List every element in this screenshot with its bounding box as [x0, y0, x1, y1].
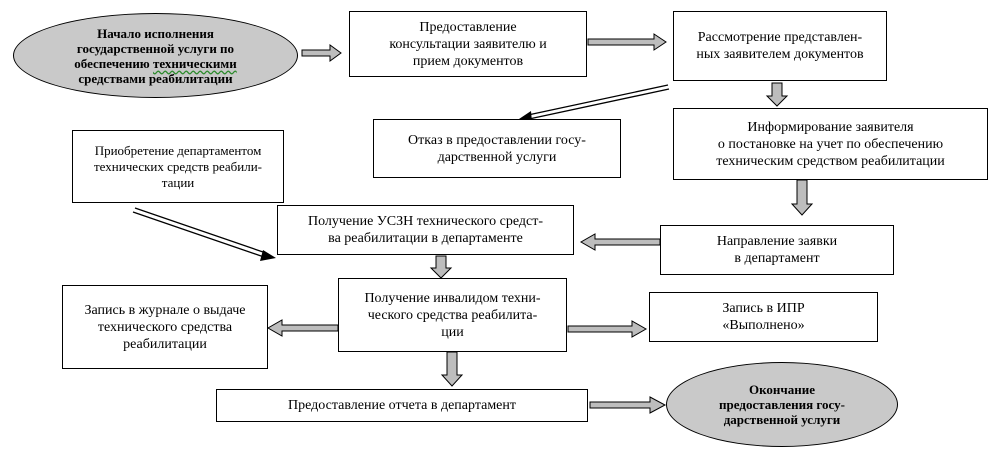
- start-line-3-text: обеспечению: [74, 55, 153, 71]
- arrow-consult-to-review: [587, 33, 667, 51]
- journal-text: Запись в журнале о выдаче технического с…: [84, 302, 246, 352]
- receive-disabled-text: Получение инвалидом техни- ческого средс…: [364, 290, 541, 340]
- inform-node: Информирование заявителя о постановке на…: [673, 108, 988, 180]
- start-line-4: средствами реабилитации: [78, 70, 233, 86]
- end-node: Окончание предоставления госу- дарственн…: [666, 362, 898, 447]
- receive-uszn-node: Получение УСЗН технического средст- ва р…: [277, 205, 574, 255]
- arrow-disabled-to-report: [440, 351, 464, 387]
- ipr-text: Запись в ИПР «Выполнено»: [722, 301, 805, 333]
- start-underlined-word: техническими: [153, 55, 237, 71]
- start-line-2: государственной услуги по: [76, 40, 235, 56]
- arrow-request-to-uszn: [579, 233, 661, 251]
- arrow-report-to-end: [589, 396, 667, 414]
- ipr-node: Запись в ИПР «Выполнено»: [649, 292, 878, 342]
- receive-uszn-text: Получение УСЗН технического средст- ва р…: [307, 214, 544, 246]
- review-text: Рассмотрение представлен- ных заявителем…: [696, 30, 864, 62]
- purchase-node: Приобретение департаментом технических с…: [72, 130, 284, 203]
- request-node: Направление заявки в департамент: [660, 225, 894, 275]
- consult-text: Предоставление консультации заявителю и …: [389, 19, 547, 69]
- arrow-uszn-to-disabled: [429, 255, 453, 279]
- purchase-text: Приобретение департаментом технических с…: [94, 142, 262, 190]
- journal-node: Запись в журнале о выдаче технического с…: [62, 285, 268, 369]
- arrow-inform-to-request: [790, 179, 814, 216]
- start-line-3: обеспечению техническими: [74, 56, 236, 71]
- report-node: Предоставление отчета в департамент: [216, 389, 588, 422]
- arrow-disabled-to-ipr: [567, 320, 648, 338]
- inform-text: Информирование заявителя о постановке на…: [716, 119, 945, 169]
- arrow-start-to-consult: [301, 44, 342, 62]
- request-text: Направление заявки в департамент: [716, 234, 838, 266]
- refusal-text: Отказ в предоставлении госу- дарственной…: [408, 132, 586, 165]
- consult-node: Предоставление консультации заявителю и …: [349, 11, 587, 77]
- end-text: Окончание предоставления госу- дарственн…: [719, 382, 845, 427]
- review-node: Рассмотрение представлен- ных заявителем…: [673, 11, 887, 81]
- start-node: Начало исполнения государственной услуги…: [13, 13, 298, 98]
- start-line-1: Начало исполнения: [97, 25, 214, 41]
- arrow-review-to-inform: [765, 82, 789, 107]
- receive-disabled-node: Получение инвалидом техни- ческого средс…: [338, 278, 567, 352]
- arrow-purchase-to-uszn: [132, 207, 276, 261]
- report-text: Предоставление отчета в департамент: [288, 398, 516, 413]
- refusal-node: Отказ в предоставлении госу- дарственной…: [373, 119, 621, 178]
- arrow-disabled-to-journal: [266, 319, 339, 337]
- arrow-review-to-refusal: [519, 84, 670, 122]
